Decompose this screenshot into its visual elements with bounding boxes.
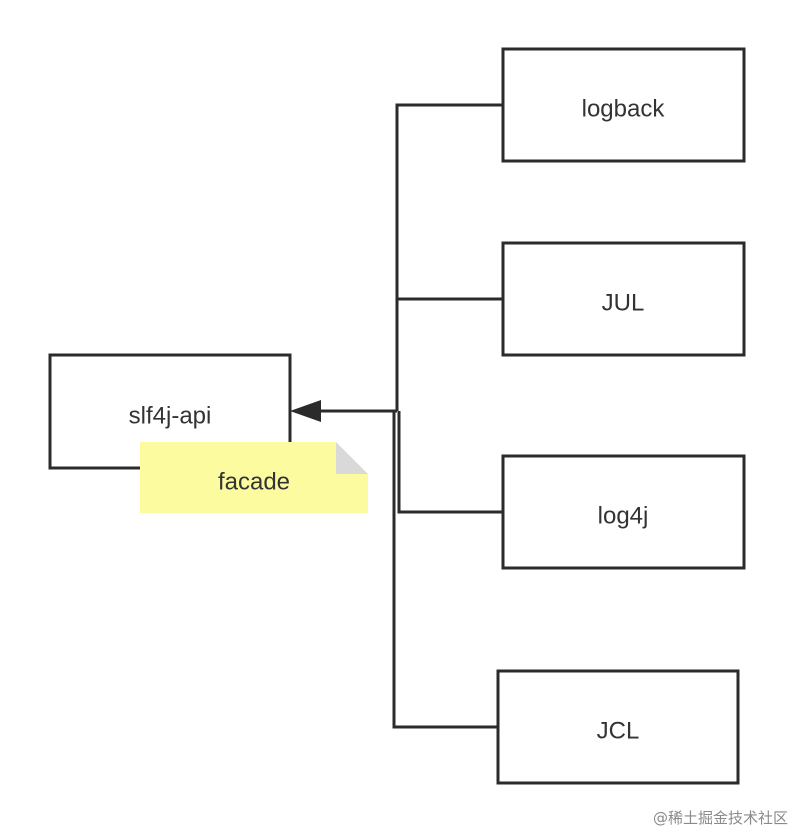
impl-label-jcl: JCL xyxy=(597,717,640,744)
watermark: @稀土掘金技术社区 xyxy=(652,809,788,827)
connectors xyxy=(316,103,503,729)
note-body xyxy=(140,442,368,513)
note-fold xyxy=(336,442,368,474)
impl-label-log4j: log4j xyxy=(598,502,649,529)
arrow-head xyxy=(290,400,321,422)
note-label: facade xyxy=(218,468,290,495)
connector-log4j xyxy=(397,411,503,514)
facade-note: facade xyxy=(140,442,368,513)
impl-label-jul: JUL xyxy=(602,289,645,316)
impl-label-logback: logback xyxy=(582,95,666,122)
impl-box-log4j: log4j xyxy=(501,454,746,570)
facade-box-label: slf4j-api xyxy=(129,402,212,429)
connector-jcl xyxy=(392,411,498,729)
connector-logback xyxy=(395,103,503,411)
impl-box-logback: logback xyxy=(501,47,746,163)
impl-box-jcl: JCL xyxy=(496,669,740,785)
impl-box-jul: JUL xyxy=(501,241,746,357)
